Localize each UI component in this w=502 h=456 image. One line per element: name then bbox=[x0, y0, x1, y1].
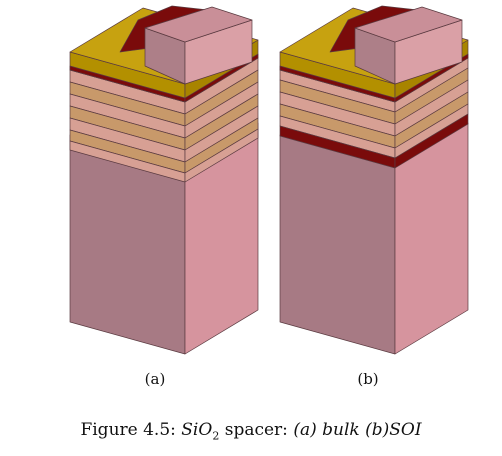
panel-b-soi-device bbox=[279, 5, 469, 355]
panel-a-bulk-device bbox=[69, 5, 259, 355]
panel-a-label: (a) bbox=[144, 370, 166, 388]
caption-prefix: Figure 4.5: bbox=[80, 420, 176, 440]
figure-caption: Figure 4.5: SiO2 spacer: (a) bulk (b)SOI bbox=[0, 420, 502, 442]
caption-material-subscript: 2 bbox=[212, 429, 220, 443]
caption-spacer-word: spacer: bbox=[224, 420, 288, 440]
substrate-front-face bbox=[279, 134, 396, 355]
stack-layer-side bbox=[394, 113, 469, 169]
caption-material: SiO2 bbox=[181, 420, 220, 443]
caption-material-base: SiO bbox=[181, 420, 213, 440]
panel-b-label: (b) bbox=[357, 370, 379, 388]
fin-top-face bbox=[144, 6, 253, 43]
fin-top-face bbox=[354, 6, 463, 43]
caption-variant-b: (b)SOI bbox=[365, 420, 422, 440]
stack-layer-side bbox=[184, 128, 259, 183]
caption-variant-a: (a) bulk bbox=[293, 420, 360, 440]
